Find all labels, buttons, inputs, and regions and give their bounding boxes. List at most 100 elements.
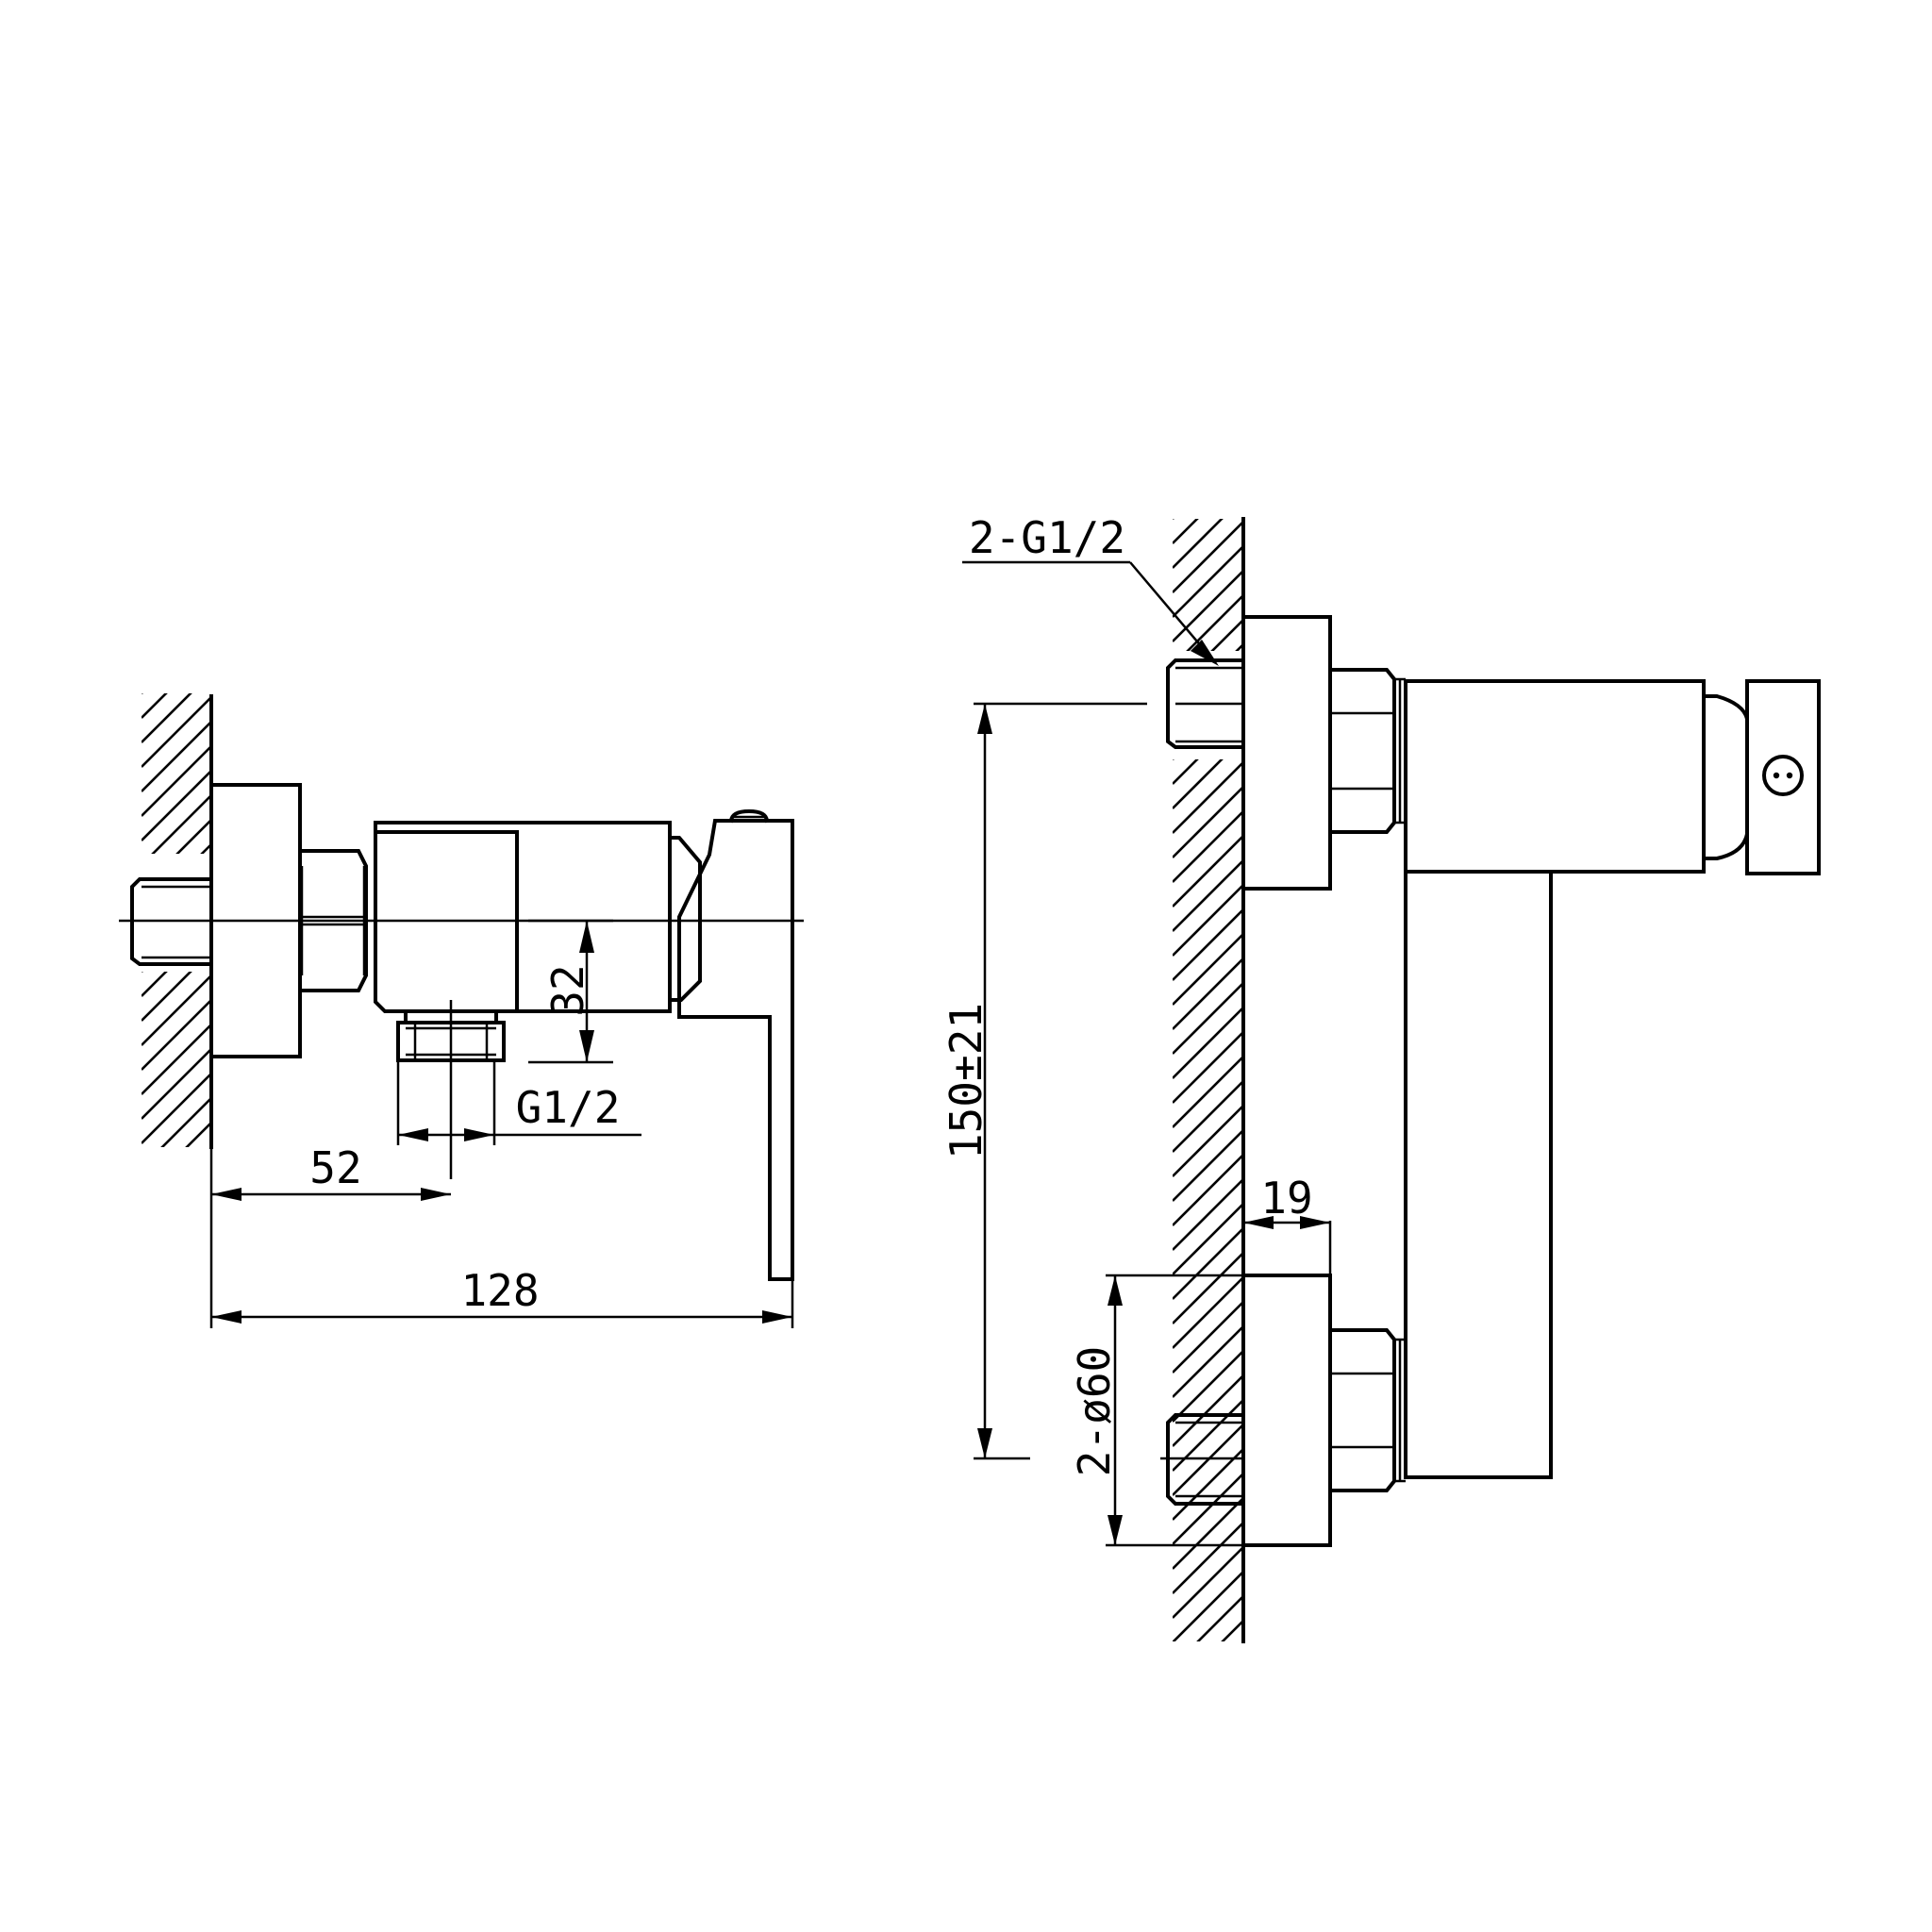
hatch-line bbox=[1173, 1669, 1244, 1740]
hatch-line bbox=[160, 1095, 213, 1147]
lower-hex-nut bbox=[1328, 1328, 1406, 1492]
hatch-line bbox=[1173, 1275, 1244, 1349]
hatch-line bbox=[1173, 932, 1244, 1006]
left-view: 32 G1/2 52 128 bbox=[119, 693, 804, 1328]
dimension-label-overall-length: 128 bbox=[460, 1265, 539, 1316]
hatch-line bbox=[142, 997, 213, 1071]
hatch-line bbox=[1173, 883, 1244, 957]
hatch-line bbox=[142, 972, 192, 1022]
dimension-label-flange-diameter: 2-ø60 bbox=[1069, 1346, 1120, 1476]
hatch-line bbox=[1173, 1472, 1244, 1545]
wall-hatching-top bbox=[1173, 519, 1244, 789]
wall-right-view bbox=[1173, 517, 1245, 1765]
hatch-line bbox=[142, 891, 213, 963]
hatch-line bbox=[1173, 1521, 1244, 1594]
hatch-line bbox=[1173, 1055, 1244, 1128]
hatch-line bbox=[142, 694, 213, 768]
hatch-line bbox=[1186, 593, 1244, 651]
dimension-label-inlet-spacing: 150±21 bbox=[941, 1003, 991, 1159]
hatch-line bbox=[1173, 1030, 1244, 1104]
wall-hatching-lower bbox=[142, 972, 213, 1266]
hatch-line bbox=[1173, 1177, 1244, 1251]
hatch-line bbox=[1173, 1545, 1244, 1619]
hatch-line bbox=[142, 693, 168, 719]
dimension-flange-depth: 19 bbox=[1243, 1173, 1332, 1275]
hatch-line bbox=[1173, 519, 1199, 544]
hatch-line bbox=[1173, 908, 1244, 981]
hatch-line bbox=[142, 1170, 213, 1241]
hatch-line bbox=[1173, 1128, 1244, 1202]
hatch-line bbox=[1173, 519, 1224, 569]
dimension-outlet-height: 32 bbox=[528, 919, 613, 1064]
dimension-inlet-thread: 2-G1/2 bbox=[962, 512, 1219, 666]
hatch-line bbox=[209, 1144, 213, 1147]
upper-inlet-pipe bbox=[1166, 658, 1245, 749]
hatch-line bbox=[1173, 1447, 1244, 1521]
hatch-line bbox=[142, 693, 143, 694]
hatch-line bbox=[1173, 519, 1174, 520]
dimension-label-outlet-thread: G1/2 bbox=[516, 1082, 621, 1133]
hatch-line bbox=[142, 1194, 213, 1266]
hatch-line bbox=[142, 972, 143, 973]
dimension-label-inlet-thread: 2-G1/2 bbox=[969, 512, 1125, 563]
hatch-line bbox=[1173, 1251, 1244, 1324]
hatch-line bbox=[175, 817, 213, 854]
hatch-line bbox=[1173, 569, 1244, 642]
right-view: 2-G1/2 150±21 19 2-ø60 bbox=[941, 512, 1821, 1765]
hatch-line bbox=[1173, 1570, 1244, 1641]
lower-wall-flange bbox=[1241, 1274, 1332, 1547]
hatch-line bbox=[1173, 760, 1244, 834]
hatch-line bbox=[142, 973, 213, 1046]
hatch-line bbox=[1173, 1324, 1244, 1398]
hatch-line bbox=[142, 1046, 213, 1120]
dimension-flange-diameter: 2-ø60 bbox=[1069, 1274, 1243, 1547]
hatch-line bbox=[1173, 1153, 1244, 1226]
mixer-body bbox=[1404, 679, 1706, 1479]
upper-wall-flange bbox=[1241, 615, 1332, 891]
wall-hatching-upper bbox=[142, 693, 213, 988]
hatch-line bbox=[1196, 1594, 1244, 1641]
wall-hatching-middle bbox=[1173, 759, 1244, 1765]
dimension-inlet-spacing: 150±21 bbox=[941, 702, 1147, 1460]
hatch-line bbox=[1173, 1104, 1244, 1177]
hatch-line bbox=[142, 693, 192, 743]
hatch-line bbox=[1173, 1374, 1244, 1447]
dimension-outlet-offset: 52 bbox=[209, 1142, 451, 1328]
hatch-line bbox=[142, 1071, 213, 1144]
hatch-line bbox=[1173, 834, 1244, 908]
hatch-line bbox=[142, 1022, 213, 1095]
hatch-line bbox=[1173, 544, 1244, 618]
hatch-line bbox=[1173, 1300, 1244, 1374]
dimension-label-flange-depth: 19 bbox=[1260, 1173, 1312, 1224]
hatch-line bbox=[185, 1120, 213, 1147]
dimension-overall-length: 128 bbox=[211, 1265, 794, 1328]
hatch-line bbox=[151, 792, 213, 854]
hatch-line bbox=[142, 768, 213, 841]
dimension-outlet-thread: G1/2 bbox=[396, 1060, 641, 1145]
dimension-label-outlet-offset: 52 bbox=[309, 1142, 361, 1193]
wall-left-view bbox=[142, 693, 213, 1266]
hatch-line bbox=[142, 743, 213, 817]
hatch-line bbox=[1173, 1226, 1244, 1300]
dimension-label-outlet-height: 32 bbox=[542, 964, 593, 1016]
hatch-line bbox=[1173, 1202, 1244, 1275]
hex-nut bbox=[298, 849, 368, 992]
hatch-line bbox=[142, 916, 213, 988]
hatch-line bbox=[1173, 858, 1244, 932]
hatch-line bbox=[1221, 1619, 1244, 1641]
valve-body bbox=[374, 821, 672, 1013]
hatch-line bbox=[1210, 618, 1244, 651]
hatch-line bbox=[1173, 759, 1224, 809]
hatch-line bbox=[142, 972, 168, 997]
hatch-line bbox=[1173, 717, 1244, 789]
hatch-line bbox=[142, 719, 213, 792]
hatch-line bbox=[1173, 981, 1244, 1055]
hatch-line bbox=[1173, 1693, 1244, 1765]
hatch-line bbox=[1173, 1644, 1244, 1716]
upper-hex-nut bbox=[1328, 668, 1406, 834]
hatch-line bbox=[1173, 785, 1244, 858]
hatch-line bbox=[1173, 759, 1199, 785]
cartridge-neck bbox=[668, 836, 702, 1002]
hatch-line bbox=[1173, 1079, 1244, 1153]
